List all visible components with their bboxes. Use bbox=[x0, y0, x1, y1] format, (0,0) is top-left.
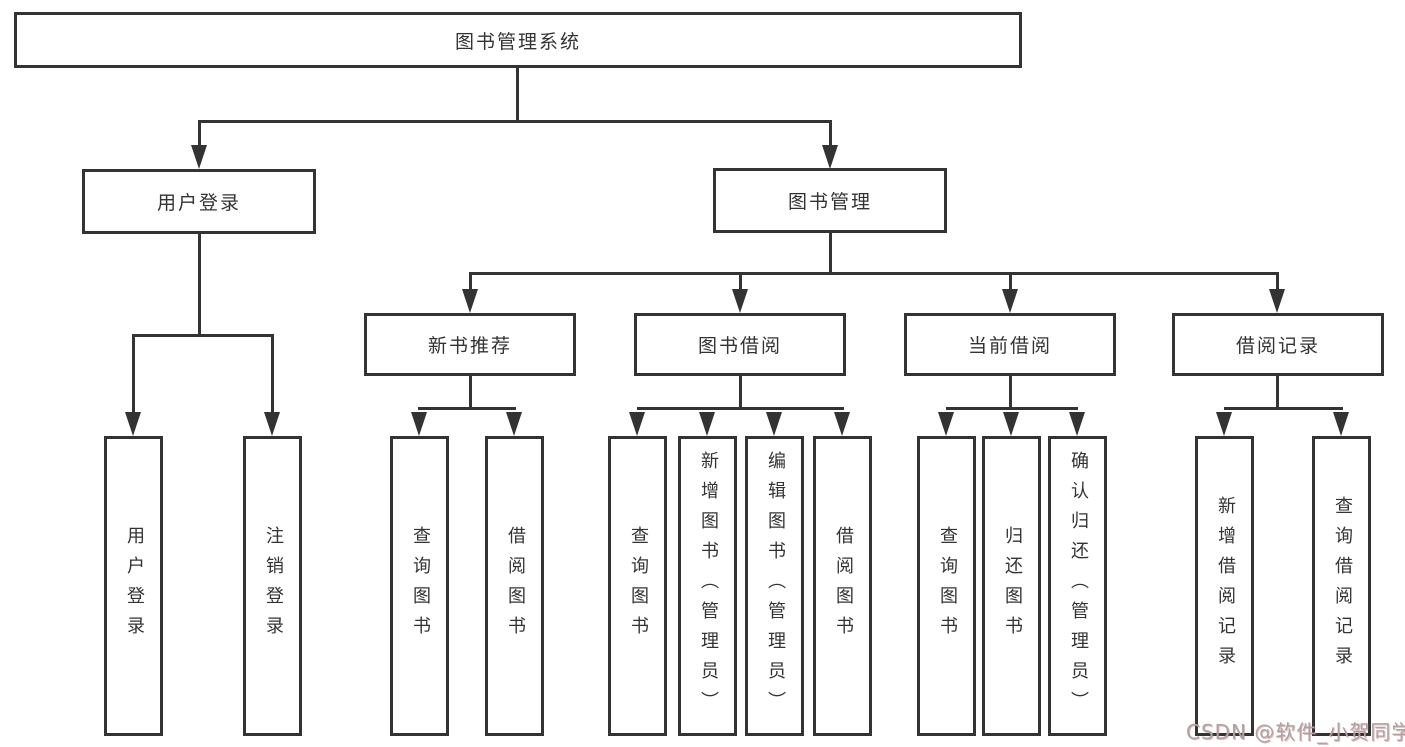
arrow-down-icon bbox=[1002, 289, 1018, 313]
arrow-down-icon bbox=[732, 289, 748, 313]
arrow-down-icon bbox=[411, 412, 427, 436]
arrow-down-icon bbox=[506, 412, 522, 436]
node-new-book-recommend-label: 新书推荐 bbox=[427, 335, 512, 357]
leaf-add-book-admin: 新增图书（管理员） bbox=[678, 436, 737, 736]
node-book-borrow: 图书借阅 bbox=[634, 313, 846, 376]
connector-line bbox=[469, 376, 472, 409]
arrow-down-icon bbox=[1003, 412, 1019, 436]
connector-line bbox=[469, 272, 1279, 275]
leaf-edit-book-admin: 编辑图书（管理员） bbox=[745, 436, 804, 736]
leaf-newbook-borrow-book-label: 借阅图书 bbox=[504, 526, 526, 646]
connector-line bbox=[418, 407, 516, 410]
connector-line bbox=[739, 272, 742, 293]
node-new-book-recommend: 新书推荐 bbox=[364, 313, 576, 376]
connector-line bbox=[198, 120, 832, 123]
node-borrow-record-label: 借阅记录 bbox=[1235, 335, 1320, 357]
leaf-newbook-query-book-label: 查询图书 bbox=[409, 526, 431, 646]
node-book-management: 图书管理 bbox=[713, 168, 947, 233]
leaf-query-borrow-record-label: 查询借阅记录 bbox=[1331, 496, 1353, 676]
node-root-label: 图书管理系统 bbox=[454, 30, 581, 53]
connector-line bbox=[739, 376, 742, 409]
leaf-borrow-query-book-label: 查询图书 bbox=[627, 526, 649, 646]
connector-line bbox=[1009, 272, 1012, 293]
arrow-down-icon bbox=[1069, 412, 1085, 436]
arrow-down-icon bbox=[699, 412, 715, 436]
arrow-down-icon bbox=[1269, 289, 1285, 313]
arrow-down-icon bbox=[1216, 412, 1232, 436]
connector-line bbox=[1009, 376, 1012, 409]
arrow-down-icon bbox=[1333, 412, 1349, 436]
arrow-down-icon bbox=[629, 412, 645, 436]
leaf-edit-book-admin-label: 编辑图书（管理员） bbox=[764, 451, 786, 721]
arrow-down-icon bbox=[191, 145, 207, 169]
arrow-down-icon bbox=[938, 412, 954, 436]
node-borrow-record: 借阅记录 bbox=[1172, 313, 1384, 376]
connector-line bbox=[469, 272, 472, 293]
connector-line bbox=[946, 407, 1078, 410]
leaf-return-book: 归还图书 bbox=[982, 436, 1041, 736]
leaf-logout-label: 注销登录 bbox=[262, 526, 284, 646]
leaf-query-borrow-record: 查询借阅记录 bbox=[1312, 436, 1371, 736]
leaf-add-borrow-record: 新增借阅记录 bbox=[1195, 436, 1254, 736]
arrow-down-icon bbox=[822, 145, 838, 169]
connector-line bbox=[271, 334, 274, 414]
leaf-add-borrow-record-label: 新增借阅记录 bbox=[1214, 496, 1236, 676]
leaf-logout: 注销登录 bbox=[243, 436, 302, 736]
arrow-down-icon bbox=[125, 412, 141, 436]
arrow-down-icon bbox=[264, 412, 280, 436]
arrow-down-icon bbox=[766, 412, 782, 436]
connector-line bbox=[1276, 272, 1279, 293]
node-user-login: 用户登录 bbox=[82, 169, 316, 234]
connector-line bbox=[198, 120, 201, 150]
leaf-confirm-return-admin: 确认归还（管理员） bbox=[1048, 436, 1107, 736]
leaf-borrow-book-label: 借阅图书 bbox=[832, 526, 854, 646]
leaf-add-book-admin-label: 新增图书（管理员） bbox=[697, 451, 719, 721]
connector-line bbox=[516, 68, 519, 122]
leaf-confirm-return-admin-label: 确认归还（管理员） bbox=[1067, 451, 1089, 721]
leaf-return-book-label: 归还图书 bbox=[1001, 526, 1023, 646]
connector-line bbox=[829, 233, 832, 274]
leaf-newbook-borrow-book: 借阅图书 bbox=[485, 436, 544, 736]
connector-line bbox=[829, 120, 832, 150]
leaf-borrow-query-book: 查询图书 bbox=[608, 436, 667, 736]
connector-line bbox=[132, 334, 135, 414]
arrow-down-icon bbox=[462, 289, 478, 313]
node-book-management-label: 图书管理 bbox=[787, 191, 872, 213]
csdn-watermark: CSDN @软件_小贺同学 bbox=[1186, 720, 1405, 744]
connector-line bbox=[1224, 407, 1343, 410]
leaf-current-query-book-label: 查询图书 bbox=[936, 526, 958, 646]
node-root: 图书管理系统 bbox=[14, 12, 1022, 68]
connector-line bbox=[637, 407, 844, 410]
leaf-user-login: 用户登录 bbox=[104, 436, 163, 736]
node-current-borrow: 当前借阅 bbox=[904, 313, 1116, 376]
leaf-user-login-label: 用户登录 bbox=[123, 526, 145, 646]
connector-line bbox=[132, 334, 274, 337]
node-user-login-label: 用户登录 bbox=[156, 192, 241, 214]
leaf-newbook-query-book: 查询图书 bbox=[390, 436, 449, 736]
leaf-current-query-book: 查询图书 bbox=[917, 436, 976, 736]
connector-line bbox=[198, 234, 201, 336]
arrow-down-icon bbox=[834, 412, 850, 436]
node-current-borrow-label: 当前借阅 bbox=[967, 335, 1052, 357]
node-book-borrow-label: 图书借阅 bbox=[697, 335, 782, 357]
connector-line bbox=[1276, 376, 1279, 409]
leaf-borrow-book: 借阅图书 bbox=[813, 436, 872, 736]
